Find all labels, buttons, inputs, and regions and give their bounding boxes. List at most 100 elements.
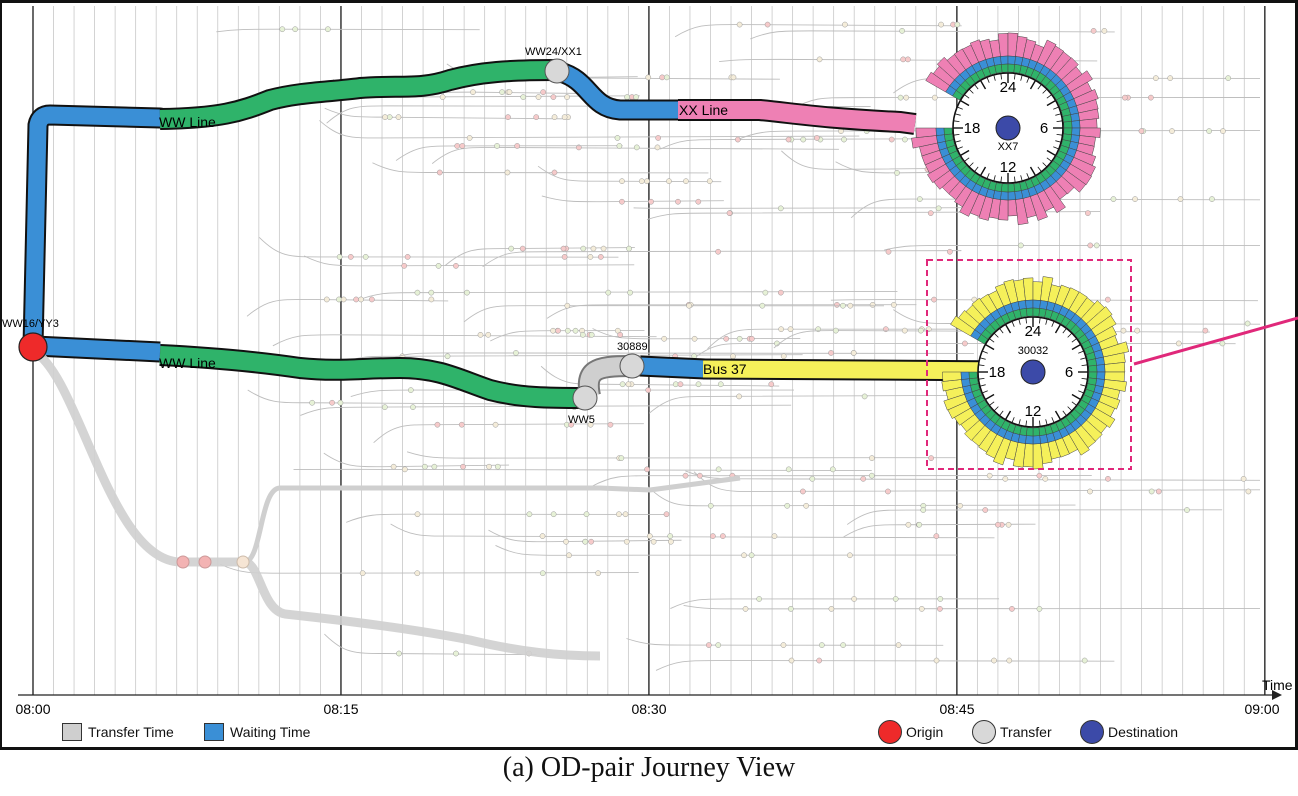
- clock-segment: [1079, 118, 1098, 129]
- clock-tick: [1067, 332, 1073, 338]
- background-stop: [396, 650, 402, 657]
- background-stop: [736, 335, 743, 342]
- background-stop: [762, 289, 769, 296]
- origin-station-label: WW16/YY3: [2, 318, 59, 330]
- background-stop: [682, 472, 689, 479]
- background-route: [216, 28, 480, 33]
- origin-node[interactable]: [18, 332, 48, 362]
- clock-tick: [986, 173, 990, 179]
- background-route: [674, 24, 962, 38]
- background-route: [884, 244, 1261, 251]
- background-stop: [1002, 475, 1009, 482]
- background-route: [272, 334, 657, 347]
- background-stop: [600, 245, 607, 252]
- clock-tick: [1004, 410, 1012, 420]
- node-grey-1[interactable]: [176, 555, 190, 569]
- background-stop: [954, 21, 961, 28]
- background-stop: [710, 533, 716, 539]
- background-route: [463, 305, 884, 323]
- background-route: [707, 328, 995, 350]
- background-stop: [715, 248, 721, 255]
- clock-tick: [1051, 321, 1055, 327]
- background-stop: [526, 511, 533, 518]
- background-stop: [590, 245, 597, 252]
- background-stop: [691, 335, 698, 342]
- background-stop: [1148, 94, 1154, 101]
- background-stop: [382, 114, 388, 120]
- selected-destination-box[interactable]: [926, 259, 1132, 470]
- figure-caption: (a) OD-pair Journey View: [502, 752, 796, 783]
- background-stop: [607, 421, 614, 428]
- route-top-waiting-2[interactable]: [557, 63, 680, 119]
- clock-tick: [954, 140, 961, 143]
- background-stop: [828, 350, 834, 356]
- clock-tick: [1045, 318, 1048, 325]
- legend-destination: Destination: [1080, 720, 1178, 744]
- clock-segment: [1014, 190, 1024, 200]
- route-grey-lower[interactable]: [32, 348, 601, 661]
- background-stop: [1175, 340, 1182, 347]
- route-top-ww-line[interactable]: [159, 61, 556, 128]
- clock-tick: [982, 350, 988, 354]
- transfer-swatch: [972, 720, 996, 744]
- node-grey-3[interactable]: [236, 555, 250, 569]
- clock-segment: [1017, 300, 1027, 310]
- background-route: [626, 638, 944, 646]
- route-grey-upper[interactable]: [243, 475, 741, 565]
- clock-tick: [1025, 420, 1028, 427]
- background-stop: [402, 466, 408, 473]
- background-stop: [730, 353, 736, 360]
- background-stop: [650, 538, 657, 545]
- destination-node[interactable]: [1020, 359, 1046, 385]
- time-grid: [32, 6, 1266, 695]
- transfer-node-ww5[interactable]: [572, 385, 598, 411]
- node-grey-2[interactable]: [198, 555, 212, 569]
- background-stop: [885, 488, 891, 495]
- background-stop: [435, 263, 442, 269]
- route-top-waiting[interactable]: [24, 106, 169, 355]
- clock-tick: [953, 133, 960, 136]
- background-stop: [715, 466, 722, 473]
- transfer-node-top[interactable]: [544, 58, 570, 84]
- clock-tick: [1013, 73, 1016, 80]
- background-route: [482, 250, 962, 268]
- route-bottom-waiting[interactable]: [34, 337, 161, 361]
- clock-hour-label: 18: [989, 364, 1006, 381]
- route-bottom-waiting-2[interactable]: [639, 357, 706, 378]
- transfer-node-30889[interactable]: [619, 353, 645, 379]
- clock-segment: [1001, 63, 1009, 73]
- clock-tick: [960, 149, 970, 157]
- background-route: [647, 486, 1076, 507]
- background-stop: [616, 511, 622, 518]
- background-route: [495, 545, 957, 556]
- background-stop: [390, 463, 397, 470]
- clock-segment: [1070, 112, 1080, 122]
- clock-hour-label: 18: [964, 120, 981, 137]
- background-stop: [410, 404, 416, 411]
- clock-tick: [989, 338, 995, 343]
- background-stop: [561, 114, 568, 120]
- clock-segment: [1000, 55, 1009, 65]
- route-bus-line[interactable]: [702, 360, 1026, 380]
- ww-line-bottom-label: WW Line: [159, 355, 216, 371]
- background-route: [591, 475, 1092, 487]
- background-stop: [1225, 75, 1232, 81]
- destination-station-label: XX7: [998, 141, 1019, 153]
- background-route: [372, 162, 709, 174]
- background-stop: [466, 135, 473, 141]
- background-stop: [477, 331, 484, 338]
- background-route: [326, 105, 871, 124]
- clock-tick: [982, 390, 988, 394]
- legend-transfer: Transfer: [972, 720, 1052, 744]
- background-stop: [460, 463, 466, 470]
- route-bottom-ww-line[interactable]: [159, 346, 586, 407]
- background-stop: [834, 302, 840, 308]
- destination-node[interactable]: [995, 115, 1021, 141]
- clock-tick: [993, 332, 999, 338]
- route-xx-line[interactable]: [678, 101, 917, 133]
- legend-transfer-time-label: Transfer Time: [88, 724, 174, 740]
- tick-0900: 09:00: [1244, 701, 1279, 717]
